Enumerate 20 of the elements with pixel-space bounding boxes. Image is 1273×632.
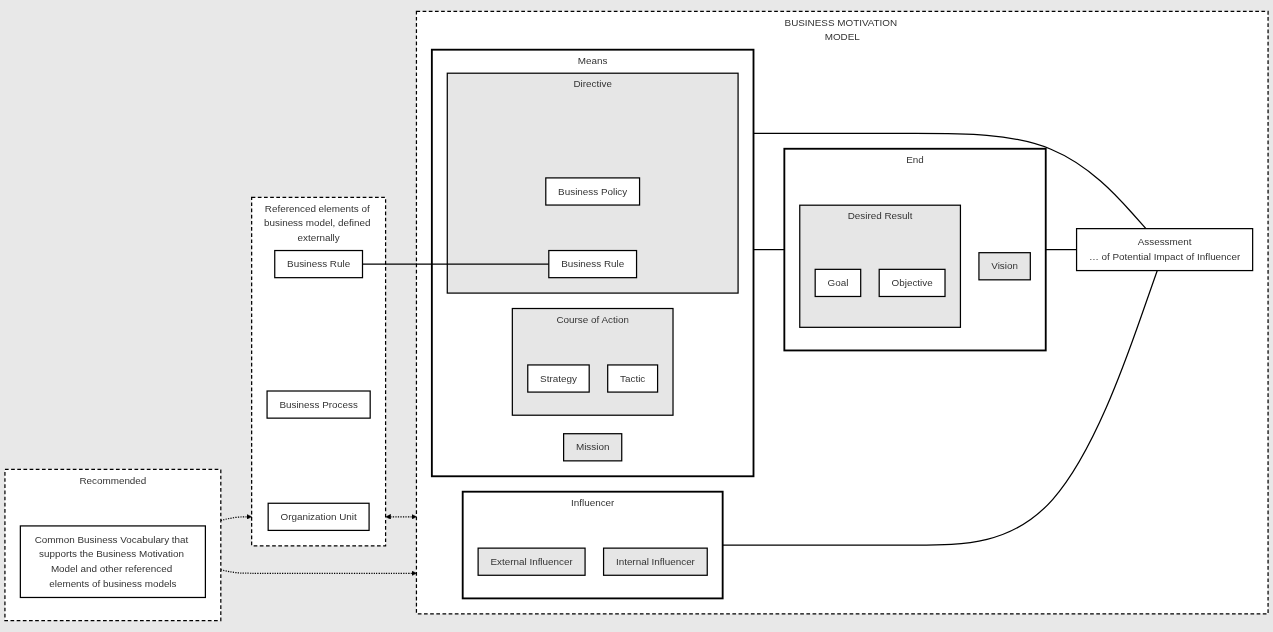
arrow [220, 569, 417, 576]
node-box: Common Business Vocabulary that supports the Business Motivation Model and other referenced elements of business models [19, 525, 206, 599]
node-box: Tactic [607, 364, 659, 393]
node-box: Vision [978, 252, 1031, 281]
node-box: Business Process [266, 390, 371, 419]
connector [752, 249, 785, 251]
arrow [220, 514, 252, 521]
node-box: Organization Unit [267, 502, 370, 531]
node-box: Business Policy [545, 177, 641, 206]
connector [752, 132, 1147, 230]
arrow [385, 514, 417, 520]
node-box: Business Rule [548, 249, 638, 279]
node-box: Goal [814, 268, 862, 298]
node-box: Internal Influencer [602, 547, 708, 576]
node-box: Objective [878, 268, 946, 298]
node-box: Business Rule [274, 249, 364, 279]
node-box: External Influencer [477, 547, 586, 576]
node-box: Assessment … of Potential Impact of Influencer [1075, 228, 1254, 272]
node-box: Mission [563, 433, 623, 462]
node-box: Strategy [527, 364, 590, 393]
